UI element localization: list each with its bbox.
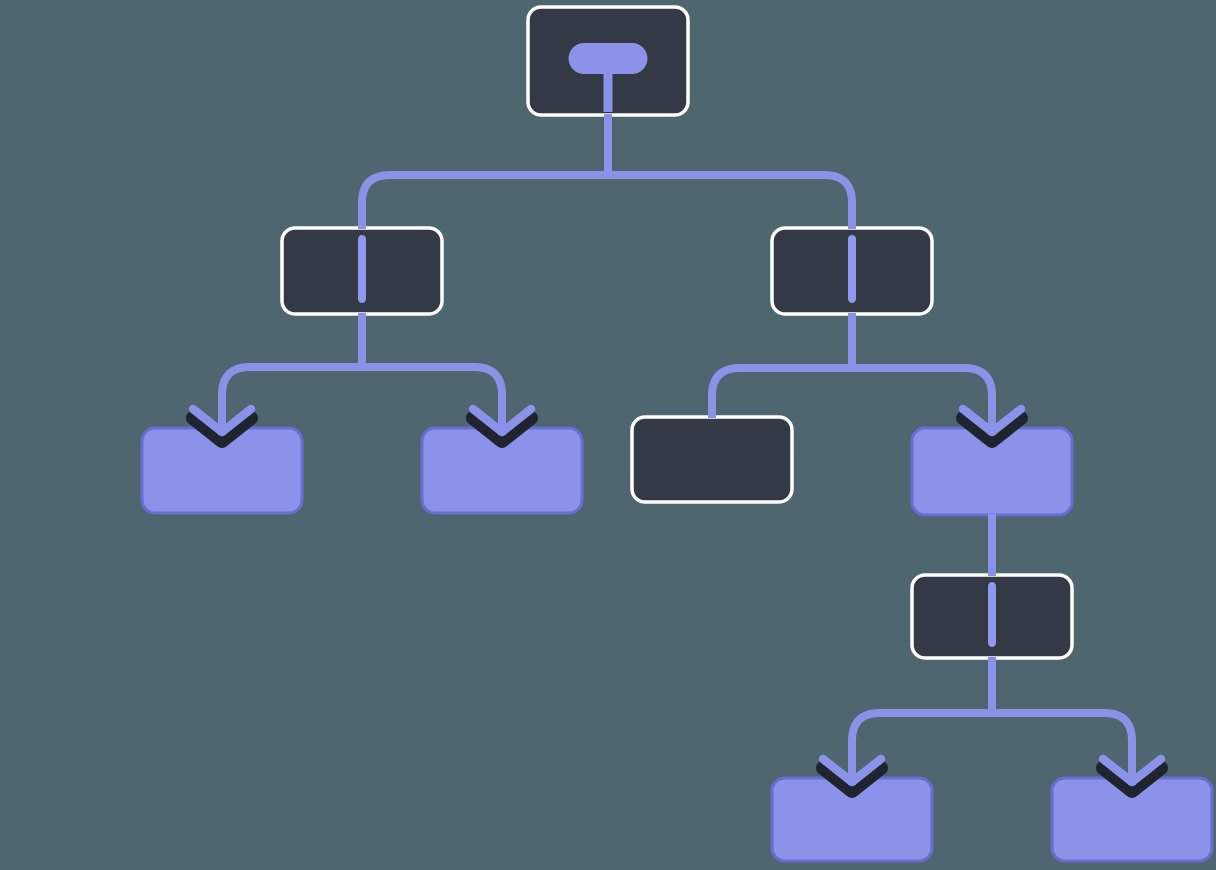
root-pill-head [568, 43, 648, 74]
connector-branch [848, 709, 1136, 785]
arrow-chevron-icon [818, 754, 886, 787]
dark-leaf-node[interactable] [630, 415, 794, 504]
arrow-chevron-icon [1098, 754, 1166, 787]
arrow-chevron-shadow-icon [186, 411, 258, 448]
connector-branch [708, 364, 996, 435]
arrow-heads-layer [188, 404, 1166, 787]
connectors-layer [218, 114, 1136, 785]
arrow-chevron-shadow-icon [816, 761, 888, 798]
nodes-layer [140, 5, 1214, 863]
arrow-chevron-icon [188, 404, 256, 437]
connector-branch [218, 363, 506, 435]
arrow-chevron-shadow-icon [956, 411, 1028, 448]
connector-branch [358, 171, 856, 229]
arrow-chevron-shadow-icon [466, 411, 538, 448]
node-icons-layer [358, 43, 996, 647]
arrow-shadows-layer [186, 411, 1168, 798]
root-pill-icon [568, 43, 648, 112]
arrow-chevron-icon [468, 404, 536, 437]
arrow-chevron-icon [958, 404, 1026, 437]
arrow-chevron-shadow-icon [1096, 761, 1168, 798]
root-pill-stem [603, 72, 613, 112]
